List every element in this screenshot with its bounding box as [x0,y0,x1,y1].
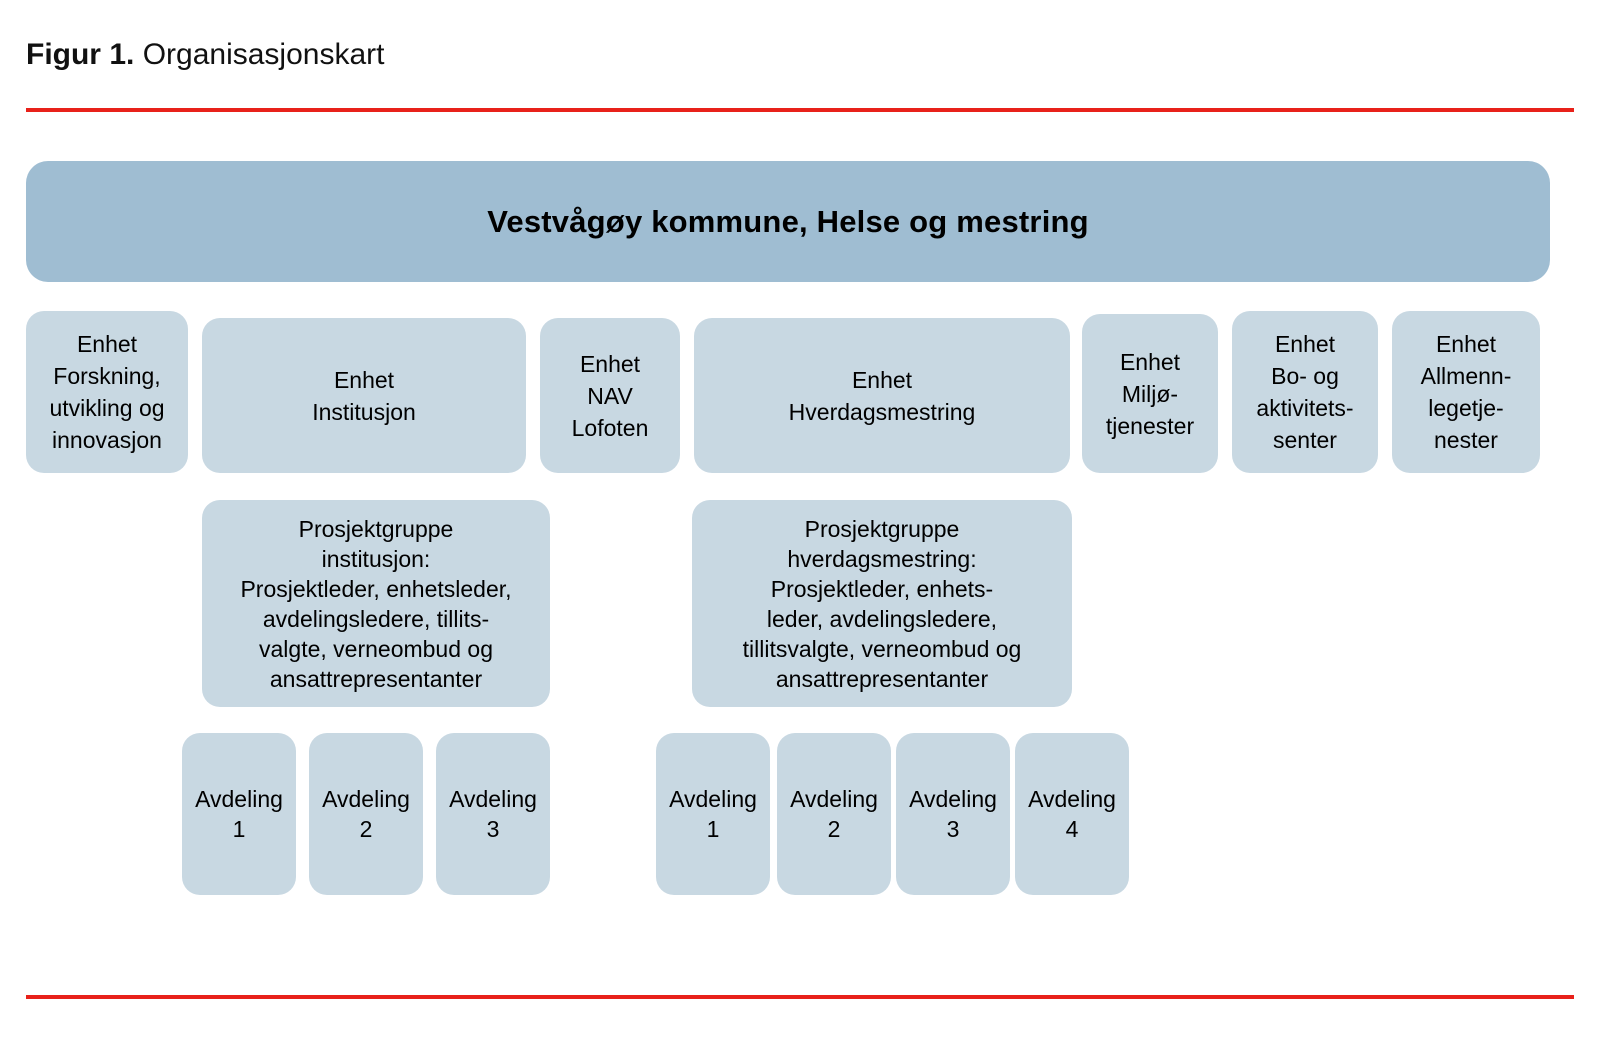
org-node-project-group-hverdagsmestring[interactable]: Prosjektgruppe hverdagsmestring: Prosjek… [692,500,1072,707]
org-node-unit-institusjon[interactable]: Enhet Institusjon [202,318,526,473]
org-node-department-institusjon-2[interactable]: Avdeling 2 [309,733,423,895]
org-node-department-institusjon-1[interactable]: Avdeling 1 [182,733,296,895]
org-node-unit-hverdagsmestring[interactable]: Enhet Hverdagsmestring [694,318,1070,473]
figure-number: Figur 1. [26,38,135,71]
org-node-department-hverdagsmestring-4[interactable]: Avdeling 4 [1015,733,1129,895]
org-node-unit-forskning[interactable]: Enhet Forskning, utvikling og innovasjon [26,311,188,473]
org-node-unit-miljotjenester[interactable]: Enhet Miljø- tjenester [1082,314,1218,473]
org-node-department-hverdagsmestring-3[interactable]: Avdeling 3 [896,733,1010,895]
org-node-department-institusjon-3[interactable]: Avdeling 3 [436,733,550,895]
top-rule [26,108,1574,112]
org-node-unit-nav-lofoten[interactable]: Enhet NAV Lofoten [540,318,680,473]
bottom-rule [26,995,1574,999]
org-node-department-hverdagsmestring-2[interactable]: Avdeling 2 [777,733,891,895]
org-node-root[interactable]: Vestvågøy kommune, Helse og mestring [26,161,1550,282]
org-node-unit-allmennlegetjenester[interactable]: Enhet Allmenn- legetje- nester [1392,311,1540,473]
org-node-project-group-institusjon[interactable]: Prosjektgruppe institusjon: Prosjektlede… [202,500,550,707]
figure-title: Organisasjonskart [142,38,385,71]
org-node-unit-bo-og-aktivitetssenter[interactable]: Enhet Bo- og aktivitets- senter [1232,311,1378,473]
figure-caption: Figur 1. Organisasjonskart [26,36,384,74]
org-node-department-hverdagsmestring-1[interactable]: Avdeling 1 [656,733,770,895]
